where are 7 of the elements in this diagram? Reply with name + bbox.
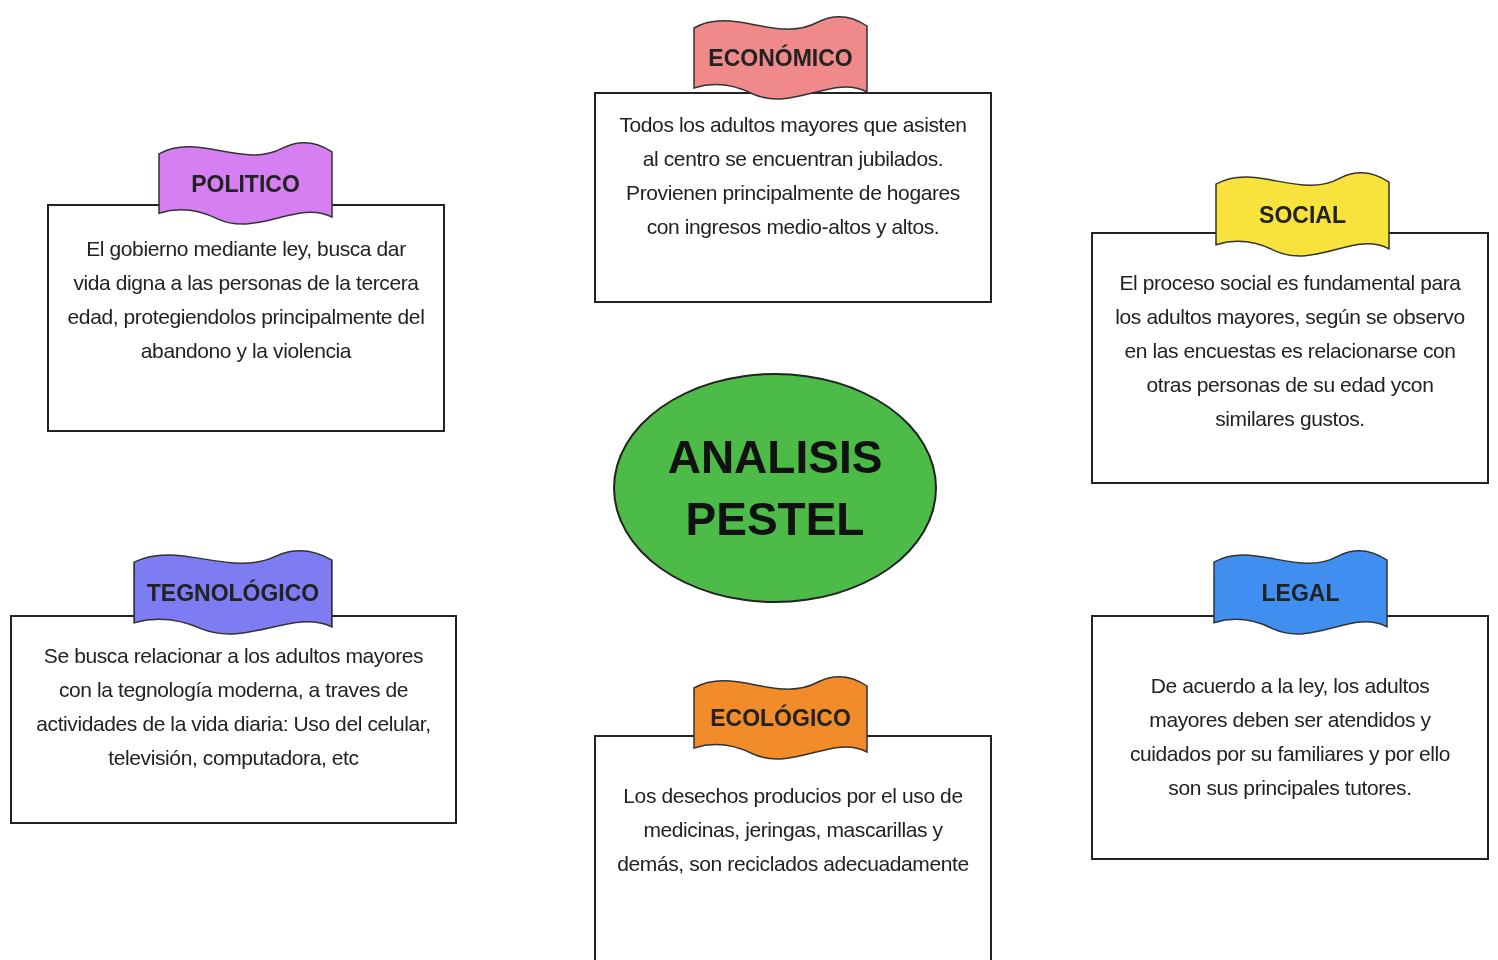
description-text: Los desechos producios por el uso de medicinas, jeringas, mascarillas y demás, son reciclados adecuadamente bbox=[616, 783, 970, 877]
title-text: ANALISIS PESTEL bbox=[666, 430, 884, 547]
description-text: El proceso social es fundamental para los adultos mayores, según se observo en las encuestas es relacionarse con otras personas de su edad ycon similares gustos. bbox=[1114, 270, 1466, 432]
description-text: Todos los adultos mayores que asisten al centro se encuentran jubilados. Provienen principalmente de hogares con ingresos medio-altos y altos. bbox=[618, 112, 968, 240]
description-text: De acuerdo a la ley, los adultos mayores deben ser atendidos y cuidados por su familiares y por ello son sus principales tutores. bbox=[1128, 673, 1452, 801]
description-text: El gobierno mediante ley, busca dar vida digna a las personas de la tercera edad, protegiendolos principalmente del abandono y la violencia bbox=[66, 236, 426, 364]
description-text: Se busca relacionar a los adultos mayores con la tegnología moderna, a traves de actividades de la vida diaria: Uso del celular, televisión, computadora, etc bbox=[35, 643, 432, 771]
